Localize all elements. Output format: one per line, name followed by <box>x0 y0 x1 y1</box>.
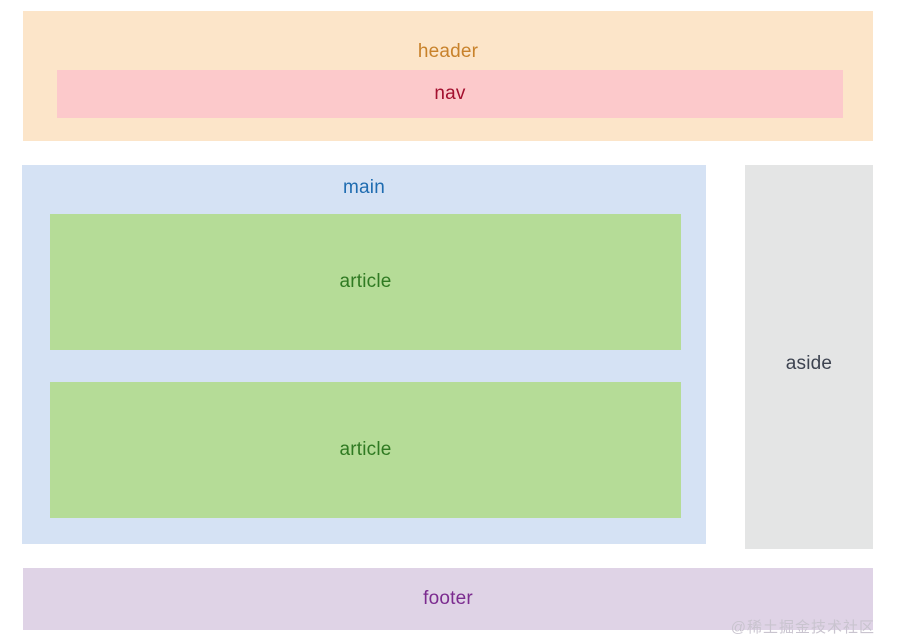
footer-label: footer <box>423 588 473 609</box>
article-label-bottom: article <box>339 439 392 460</box>
footer-region: footer <box>23 568 873 630</box>
main-region: main article article <box>22 165 706 544</box>
aside-region: aside <box>745 165 873 549</box>
watermark-text: @稀土掘金技术社区 <box>730 619 875 636</box>
header-region: header nav <box>23 11 873 141</box>
nav-region: nav <box>57 70 843 118</box>
main-label: main <box>343 177 385 198</box>
article-region-top: article <box>50 214 681 350</box>
header-label: header <box>417 41 479 62</box>
article-label-top: article <box>339 271 392 292</box>
article-region-bottom: article <box>50 382 681 518</box>
aside-label: aside <box>785 353 833 374</box>
nav-label: nav <box>434 83 466 104</box>
